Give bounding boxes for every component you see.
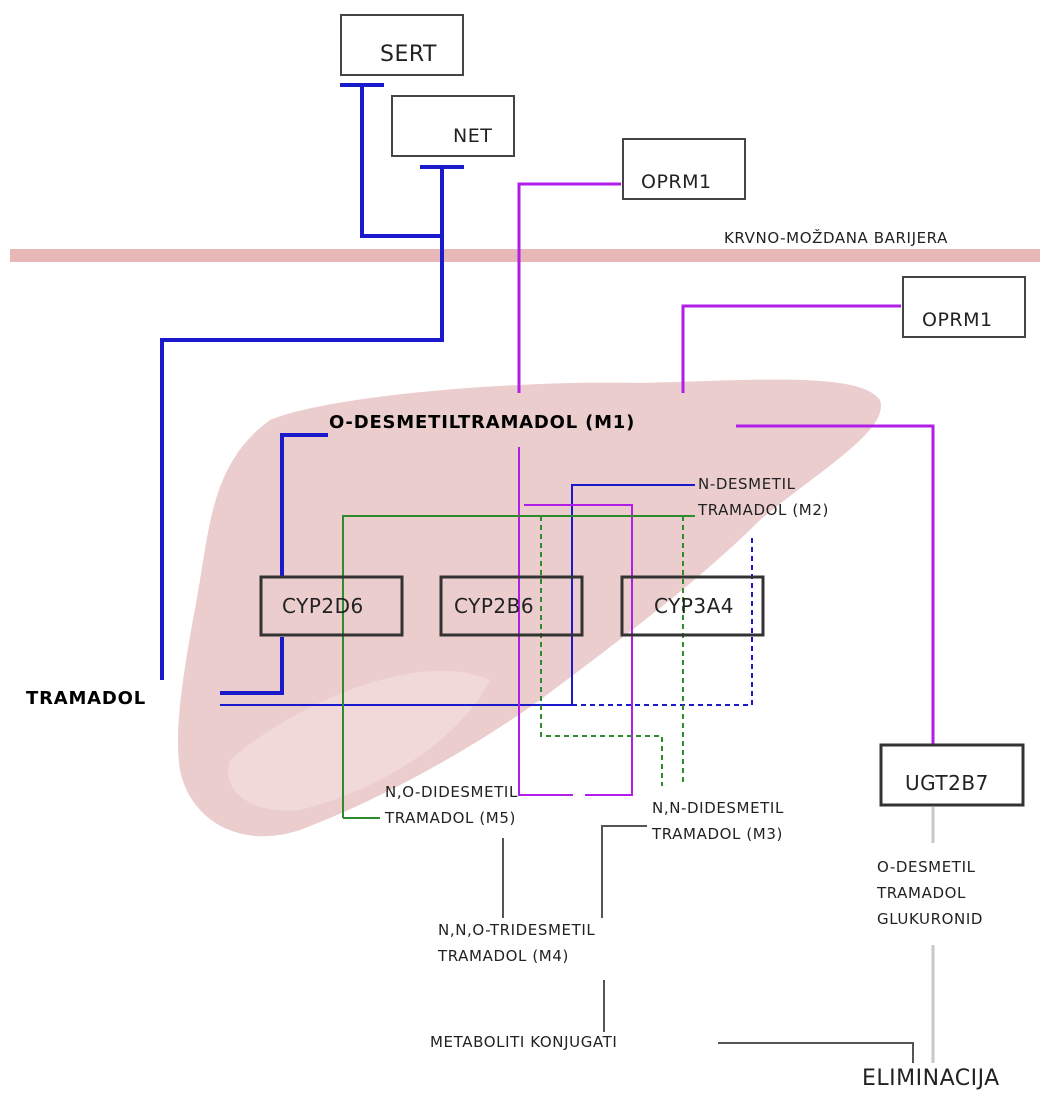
m1-label: O-DESMETILTRAMADOL (M1) bbox=[329, 412, 636, 433]
ugt2b7-label: UGT2B7 bbox=[905, 771, 989, 795]
m2-label-line1: N-DESMETIL bbox=[698, 475, 796, 493]
sert-label: SERT bbox=[380, 42, 437, 67]
m1-to-m5-lines bbox=[518, 447, 633, 796]
m1-receptor-lines bbox=[517, 182, 935, 745]
m5-label-line2: TRAMADOL (M5) bbox=[385, 809, 516, 827]
sert-box bbox=[340, 14, 464, 76]
oprm1-brain-label: OPRM1 bbox=[641, 171, 712, 193]
tramadol-label: TRAMADOL bbox=[26, 688, 147, 709]
oprm1-brain-box bbox=[622, 138, 746, 200]
barrier-band bbox=[10, 249, 1040, 262]
green-lines bbox=[342, 515, 695, 819]
glucuronide-label-line2: TRAMADOL bbox=[877, 884, 966, 902]
m3-label-line2: TRAMADOL (M3) bbox=[652, 825, 783, 843]
net-label: NET bbox=[453, 125, 493, 147]
cyp2d6-label: CYP2D6 bbox=[282, 594, 364, 618]
ugt2b7-box bbox=[879, 743, 1025, 807]
oprm1-periphery-box bbox=[902, 276, 1026, 338]
tramadol-transporter-lines bbox=[160, 83, 464, 695]
glucuronide-label-line1: O-DESMETIL bbox=[877, 858, 976, 876]
cyp2b6-label: CYP2B6 bbox=[454, 594, 535, 618]
cyp3a4-box bbox=[620, 575, 765, 637]
glucuronide-label-line3: GLUKURONID bbox=[877, 910, 984, 928]
m5-label-line1: N,O-DIDESMETIL bbox=[385, 783, 518, 801]
conjugates-label: METABOLITI KONJUGATI bbox=[430, 1033, 618, 1051]
downstream-lines bbox=[502, 825, 914, 1063]
oprm1-periphery-label: OPRM1 bbox=[922, 309, 993, 331]
m2-label-line2: TRAMADOL (M2) bbox=[698, 501, 829, 519]
elimination-label: ELIMINACIJA bbox=[862, 1066, 1000, 1091]
m4-label-line1: N,N,O-TRIDESMETIL bbox=[438, 921, 596, 939]
barrier-label: KRVNO-MOŽDANA BARIJERA bbox=[724, 229, 948, 247]
cyp2b6-box bbox=[439, 575, 584, 637]
cyp2d6-box bbox=[259, 575, 404, 637]
cyp3a4-label: CYP3A4 bbox=[654, 594, 735, 618]
net-box bbox=[391, 95, 515, 157]
tramadol-to-m2-lines bbox=[220, 484, 753, 706]
m4-label-line2: TRAMADOL (M4) bbox=[438, 947, 569, 965]
m3-label-line1: N,N-DIDESMETIL bbox=[652, 799, 784, 817]
